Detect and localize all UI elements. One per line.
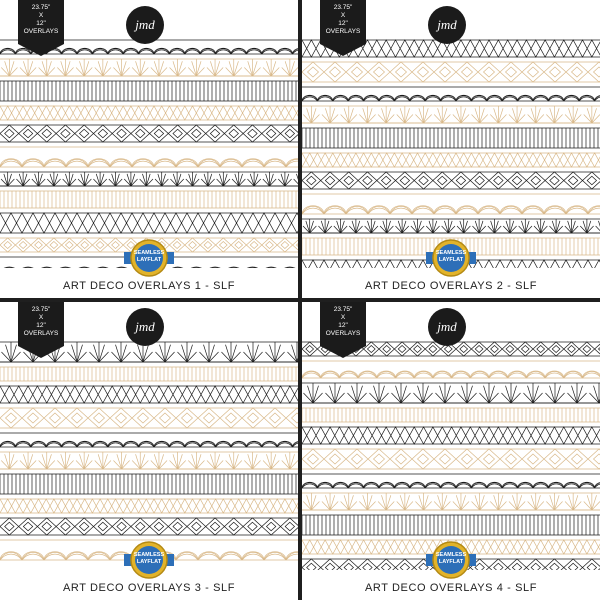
jmd-logo: jmd: [126, 6, 164, 44]
size-tag: 23.75" X 12" OVERLAYS: [18, 302, 64, 358]
size-tag: 23.75" X 12" OVERLAYS: [320, 0, 366, 56]
size-tag: 23.75" X 12" OVERLAYS: [320, 302, 366, 358]
jmd-logo: jmd: [428, 6, 466, 44]
jmd-logo: jmd: [126, 308, 164, 346]
size-tag: 23.75" X 12" OVERLAYS: [18, 0, 64, 56]
product-title: ART DECO OVERLAYS 2 - SLF: [364, 280, 538, 292]
product-title: ART DECO OVERLAYS 1 - SLF: [62, 280, 236, 292]
pattern-strips: [0, 341, 298, 561]
product-title: ART DECO OVERLAYS 4 - SLF: [364, 582, 538, 594]
pattern-strips: [0, 39, 298, 268]
jmd-logo: jmd: [428, 308, 466, 346]
product-title: ART DECO OVERLAYS 3 - SLF: [62, 582, 236, 594]
